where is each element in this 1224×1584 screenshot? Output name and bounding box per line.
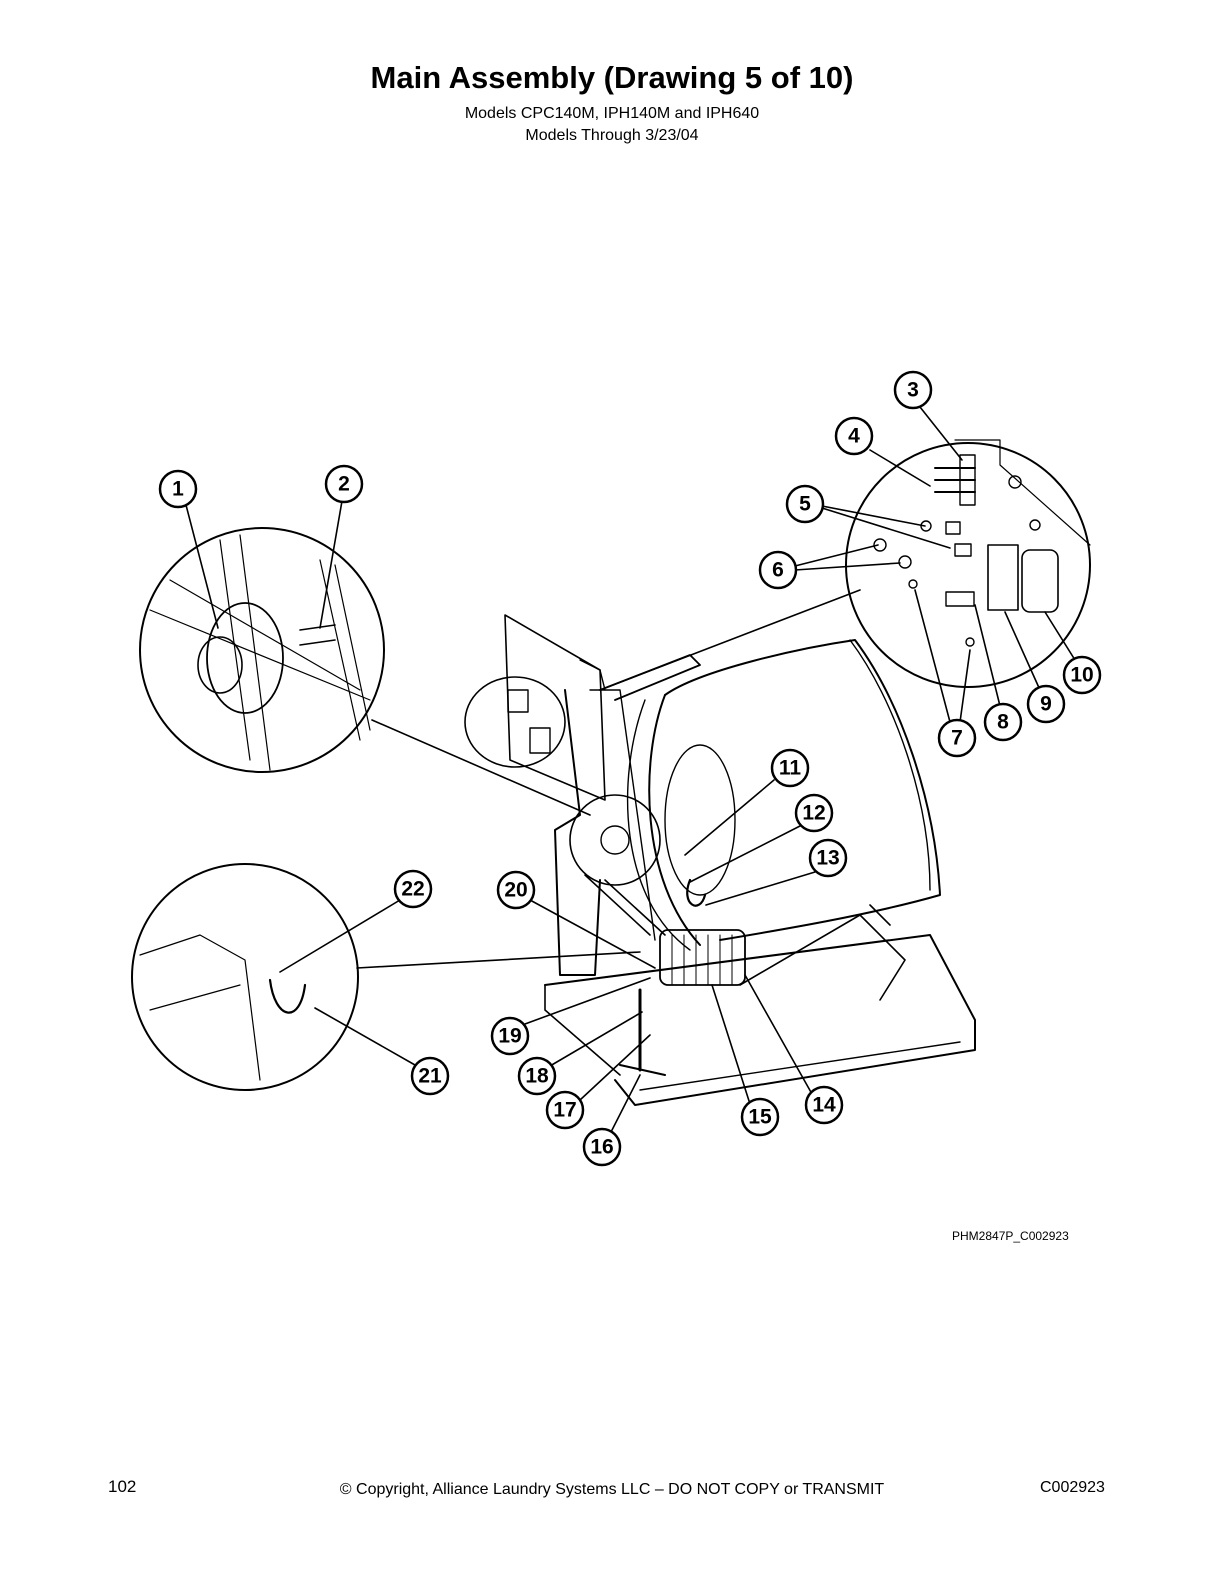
- callout-3: 3: [893, 370, 933, 410]
- callout-15: 15: [740, 1097, 780, 1137]
- date-subtitle: Models Through 3/23/04: [525, 127, 699, 144]
- svg-text:21: 21: [418, 1065, 442, 1088]
- detail-view-hose: [131, 863, 641, 1091]
- svg-text:8: 8: [997, 711, 1009, 734]
- callout-9: 9: [1026, 684, 1066, 724]
- leader-lines: [185, 406, 1076, 1135]
- svg-text:22: 22: [401, 878, 424, 901]
- svg-text:19: 19: [498, 1025, 521, 1048]
- callout-13: 13: [808, 838, 848, 878]
- svg-text:15: 15: [748, 1106, 772, 1129]
- svg-text:3: 3: [907, 379, 919, 402]
- callout-5: 5: [785, 484, 825, 524]
- callout-14: 14: [804, 1085, 844, 1125]
- callout-20: 20: [496, 870, 536, 910]
- svg-text:6: 6: [772, 559, 784, 582]
- svg-text:11: 11: [779, 757, 802, 780]
- svg-text:18: 18: [525, 1065, 549, 1088]
- callout-10: 10: [1062, 655, 1102, 695]
- svg-text:10: 10: [1070, 664, 1093, 687]
- callout-22: 22: [393, 869, 433, 909]
- callout-8: 8: [983, 702, 1023, 742]
- detail-view-panel: [604, 439, 1091, 689]
- callout-19: 19: [490, 1016, 530, 1056]
- drawing-id: PHM2847P_C002923: [952, 1229, 1069, 1243]
- detail-view-pulley: [139, 527, 591, 816]
- callout-12: 12: [794, 793, 834, 833]
- callout-21: 21: [410, 1056, 450, 1096]
- page-number: 102: [108, 1477, 137, 1496]
- callout-1: 1: [158, 469, 198, 509]
- svg-text:13: 13: [816, 847, 839, 870]
- svg-text:2: 2: [338, 473, 350, 496]
- svg-text:14: 14: [812, 1094, 836, 1117]
- svg-text:7: 7: [951, 727, 963, 750]
- document-code: C002923: [1040, 1479, 1105, 1496]
- svg-text:16: 16: [590, 1136, 613, 1159]
- control-panel: [464, 614, 606, 801]
- callout-11: 11: [770, 748, 810, 788]
- page-title: Main Assembly (Drawing 5 of 10): [370, 60, 854, 95]
- svg-text:9: 9: [1040, 693, 1052, 716]
- callout-6: 6: [758, 550, 798, 590]
- svg-text:20: 20: [504, 879, 527, 902]
- svg-text:1: 1: [172, 478, 184, 501]
- base-frame: [544, 904, 976, 1106]
- callout-7: 7: [937, 718, 977, 758]
- drum: [626, 639, 941, 951]
- svg-text:17: 17: [553, 1099, 576, 1122]
- callout-18: 18: [517, 1056, 557, 1096]
- svg-text:4: 4: [848, 425, 860, 448]
- models-subtitle: Models CPC140M, IPH140M and IPH640: [464, 105, 760, 122]
- svg-text:5: 5: [799, 493, 811, 516]
- motor: [619, 929, 746, 1076]
- copyright-notice: © Copyright, Alliance Laundry Systems LL…: [339, 1481, 885, 1498]
- rear-frame: [554, 689, 666, 976]
- callout-16: 16: [582, 1127, 622, 1167]
- callout-4: 4: [834, 416, 874, 456]
- callout-2: 2: [324, 464, 364, 504]
- callout-17: 17: [545, 1090, 585, 1130]
- svg-text:12: 12: [802, 802, 825, 825]
